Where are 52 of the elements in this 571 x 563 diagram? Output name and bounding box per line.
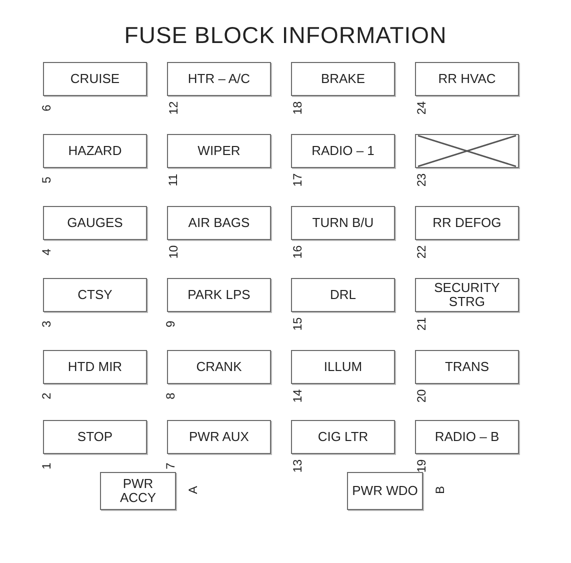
fuse-number: 23 bbox=[414, 173, 429, 187]
fuse-label: PWR AUX bbox=[188, 430, 250, 444]
fuse-label: RR HVAC bbox=[437, 72, 497, 86]
fuse-number: 3 bbox=[39, 320, 54, 328]
fuse-label: STOP bbox=[76, 430, 114, 444]
title: FUSE BLOCK INFORMATION bbox=[123, 22, 448, 49]
fuse-label: CRANK bbox=[195, 360, 243, 374]
fuse-number: 7 bbox=[163, 462, 178, 470]
fuse-label: RADIO – 1 bbox=[310, 144, 376, 158]
fuse-label: HTR – A/C bbox=[186, 72, 252, 86]
fuse-number: B bbox=[433, 486, 447, 494]
fuse-label: SECURITY STRG bbox=[433, 281, 501, 309]
fuse-label: DRL bbox=[328, 288, 357, 302]
fuse-number: 9 bbox=[163, 320, 178, 328]
fuse-label: TRANS bbox=[444, 360, 490, 374]
fuse-number: 2 bbox=[39, 392, 54, 400]
fuse-number: 20 bbox=[414, 389, 429, 403]
fuse-number: 10 bbox=[166, 245, 181, 259]
fuse-number: A bbox=[186, 486, 200, 494]
fuse-number: 19 bbox=[414, 459, 429, 473]
fuse-label: HTD MIR bbox=[66, 360, 124, 374]
fuse-label: CRUISE bbox=[69, 72, 121, 86]
fuse-label: CTSY bbox=[76, 288, 114, 302]
fuse-label: BRAKE bbox=[320, 72, 366, 86]
fuse-number: 21 bbox=[414, 317, 429, 331]
fuse-number: 15 bbox=[290, 317, 305, 331]
fuse-number: 8 bbox=[163, 392, 178, 400]
fuse-number: 13 bbox=[290, 459, 305, 473]
fuse-label: PWR WDO bbox=[352, 484, 418, 498]
fuse-label: PWR ACCY bbox=[118, 477, 158, 505]
fuse-number: 17 bbox=[290, 173, 305, 187]
fuse-number: 16 bbox=[290, 245, 305, 259]
fuse-label: ILLUM bbox=[322, 360, 364, 374]
fuse-number: 18 bbox=[290, 101, 305, 115]
fuse-label: PARK LPS bbox=[186, 288, 252, 302]
fuse-number: 1 bbox=[39, 462, 54, 470]
fuse-number: 5 bbox=[39, 176, 54, 184]
fuse-label: RADIO – B bbox=[434, 430, 500, 444]
fuse-label: RR DEFOG bbox=[432, 216, 502, 230]
fuse-number: 11 bbox=[166, 174, 180, 186]
fuse-label: AIR BAGS bbox=[187, 216, 251, 230]
fuse-number: 24 bbox=[414, 101, 429, 115]
fuse-label: GAUGES bbox=[66, 216, 124, 230]
fuse-number: 14 bbox=[290, 389, 305, 403]
fuse-number: 22 bbox=[414, 245, 429, 259]
fuse-label: TURN B/U bbox=[311, 216, 375, 230]
fuse-label: HAZARD bbox=[67, 144, 123, 158]
fuse-number: 4 bbox=[39, 248, 54, 256]
fuse-label: CIG LTR bbox=[316, 430, 370, 444]
fuse-label: WIPER bbox=[196, 144, 242, 158]
fuse-number: 6 bbox=[39, 104, 54, 112]
fuse-number: 12 bbox=[166, 101, 181, 115]
